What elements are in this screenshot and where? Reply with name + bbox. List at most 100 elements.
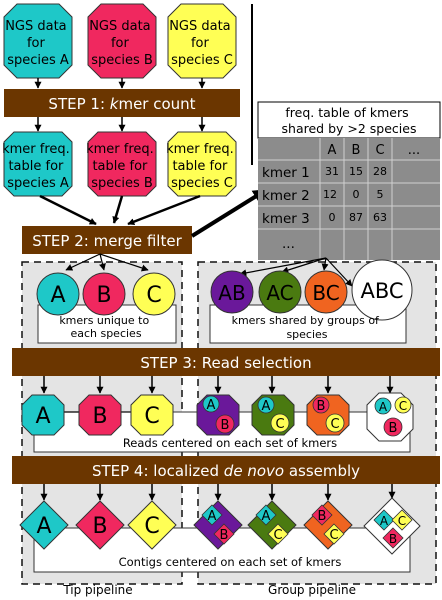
ngs-input-b: NGS data for species B	[87, 3, 157, 79]
col-header-c: C	[375, 143, 384, 158]
svg-text:freq. table of kmers sha: freq. table of kmers shared by >2 specie…	[282, 105, 417, 136]
svg-text:C: C	[330, 417, 339, 432]
arrows-to-contigs	[40, 484, 396, 501]
row-label-1: kmer 1	[262, 165, 310, 181]
cell: 5	[377, 188, 384, 201]
step2-bar: STEP 2: merge filter	[22, 226, 192, 254]
svg-text:C: C	[399, 399, 407, 413]
svg-text:A: A	[36, 514, 51, 539]
svg-text:NGS data for speci: NGS data for species A	[5, 19, 71, 68]
cell: 87	[349, 211, 363, 224]
arrows-to-freq-tables	[34, 117, 206, 132]
group-pipeline-label: Group pipeline	[268, 583, 356, 597]
svg-text:A: A	[208, 509, 217, 524]
row-label-more: ...	[282, 236, 295, 252]
contig-ac: A C	[247, 500, 297, 550]
set-circle-bc	[304, 270, 348, 314]
svg-text:NGS data for speci: NGS data for species B	[89, 19, 155, 68]
read-bc: B C	[306, 394, 350, 436]
svg-text:A: A	[379, 400, 388, 414]
freq-table-a: kmer freq. table for species A	[2, 131, 74, 197]
ngs-input-c: NGS data for species C	[167, 3, 237, 79]
svg-text:kmer freq. table for: kmer freq. table for species A	[2, 142, 74, 191]
svg-text:A: A	[380, 514, 389, 528]
freq-table-c: kmer freq. table for species C	[166, 131, 238, 197]
svg-text:A: A	[35, 404, 50, 429]
step3-bar: STEP 3: Read selection	[12, 348, 440, 376]
svg-text:B: B	[317, 399, 326, 414]
shared-table-caption-1: freq. table of kmers	[285, 105, 408, 120]
arrows-to-kmer-sets	[65, 253, 353, 287]
read-ac: A C	[251, 394, 295, 436]
cell: 15	[349, 165, 363, 178]
cell: 28	[373, 165, 387, 178]
svg-text:NGS data for speci: NGS data for species C	[169, 19, 235, 68]
svg-text:kmer freq. table for: kmer freq. table for species C	[166, 142, 238, 191]
read-ab: A B	[196, 394, 240, 436]
col-header-more: ...	[408, 143, 420, 158]
arrows-to-step2	[39, 194, 201, 226]
contigs-row: A B C A B A C B C	[19, 497, 421, 573]
shared-caption-2: species	[286, 328, 327, 341]
freq-table-b: kmer freq. table for species B	[86, 131, 158, 197]
cell: 0	[329, 211, 336, 224]
contig-abc: A C B	[363, 497, 421, 555]
shared-kmers-group: AB AC BC ABC kmers shared by groups of s…	[209, 259, 413, 344]
row-label-2: kmer 2	[262, 188, 310, 204]
cell: 63	[373, 211, 387, 224]
svg-text:BC: BC	[312, 281, 339, 305]
arrows-to-step1	[34, 78, 206, 89]
contigs-caption: Contigs centered on each set of kmers	[119, 555, 342, 569]
svg-text:C: C	[329, 528, 338, 543]
svg-text:A: A	[50, 283, 65, 308]
shared-caption-1: kmers shared by groups of	[232, 314, 380, 327]
set-circle-ac	[258, 270, 302, 314]
shared-kmer-table: freq. table of kmers shared by >2 specie…	[257, 101, 441, 260]
svg-text:kmers shared by groups of: kmers shared by groups of species	[232, 314, 383, 341]
step1-label: STEP 1: kmer count	[48, 95, 195, 113]
svg-text:C: C	[144, 404, 159, 429]
svg-text:B: B	[318, 509, 327, 524]
svg-text:B: B	[220, 528, 229, 543]
svg-text:AC: AC	[266, 281, 293, 305]
svg-text:C: C	[144, 514, 159, 539]
svg-text:A: A	[262, 399, 271, 414]
unique-kmers-group: A B C kmers unique to each species	[36, 272, 177, 344]
contig-ab: A B	[193, 500, 243, 550]
cell: 0	[353, 188, 360, 201]
unique-caption-1: kmers unique to	[59, 314, 149, 327]
col-header-a: A	[328, 143, 337, 158]
set-circle-ab	[210, 270, 254, 314]
read-abc: A C B	[366, 392, 414, 442]
svg-text:A: A	[207, 398, 216, 413]
svg-text:B: B	[389, 421, 398, 436]
contig-bc: B C	[303, 500, 353, 550]
reads-row: A B C A B A C B C	[21, 392, 414, 453]
tip-pipeline-label: Tip pipeline	[62, 583, 132, 597]
svg-text:B: B	[92, 514, 107, 539]
set-circle-a	[36, 272, 80, 316]
svg-text:B: B	[92, 404, 107, 429]
step2-label: STEP 2: merge filter	[32, 232, 182, 250]
arrow-to-shared-table	[190, 188, 268, 238]
svg-text:ABC: ABC	[360, 279, 403, 303]
step4-label: STEP 4: localized de novo assembly	[92, 462, 360, 480]
step1-bar: STEP 1: kmer count	[4, 89, 240, 117]
svg-text:kmers unique to each spe: kmers unique to each species	[59, 314, 152, 340]
set-circle-abc	[351, 259, 413, 321]
col-header-b: B	[352, 143, 361, 158]
svg-text:kmer freq. table for: kmer freq. table for species B	[86, 142, 158, 191]
reads-caption: Reads centered on each set of kmers	[123, 436, 337, 450]
svg-text:C: C	[146, 283, 161, 308]
ngs-input-a: NGS data for species A	[3, 3, 73, 79]
step4-bar: STEP 4: localized de novo assembly	[12, 456, 440, 484]
svg-text:B: B	[221, 418, 230, 433]
cell: 31	[325, 165, 339, 178]
cell: 12	[323, 188, 337, 201]
svg-text:AB: AB	[218, 281, 245, 305]
svg-text:B: B	[96, 283, 111, 308]
svg-text:C: C	[275, 417, 284, 432]
row-label-3: kmer 3	[262, 211, 310, 227]
set-circle-c	[132, 272, 176, 316]
